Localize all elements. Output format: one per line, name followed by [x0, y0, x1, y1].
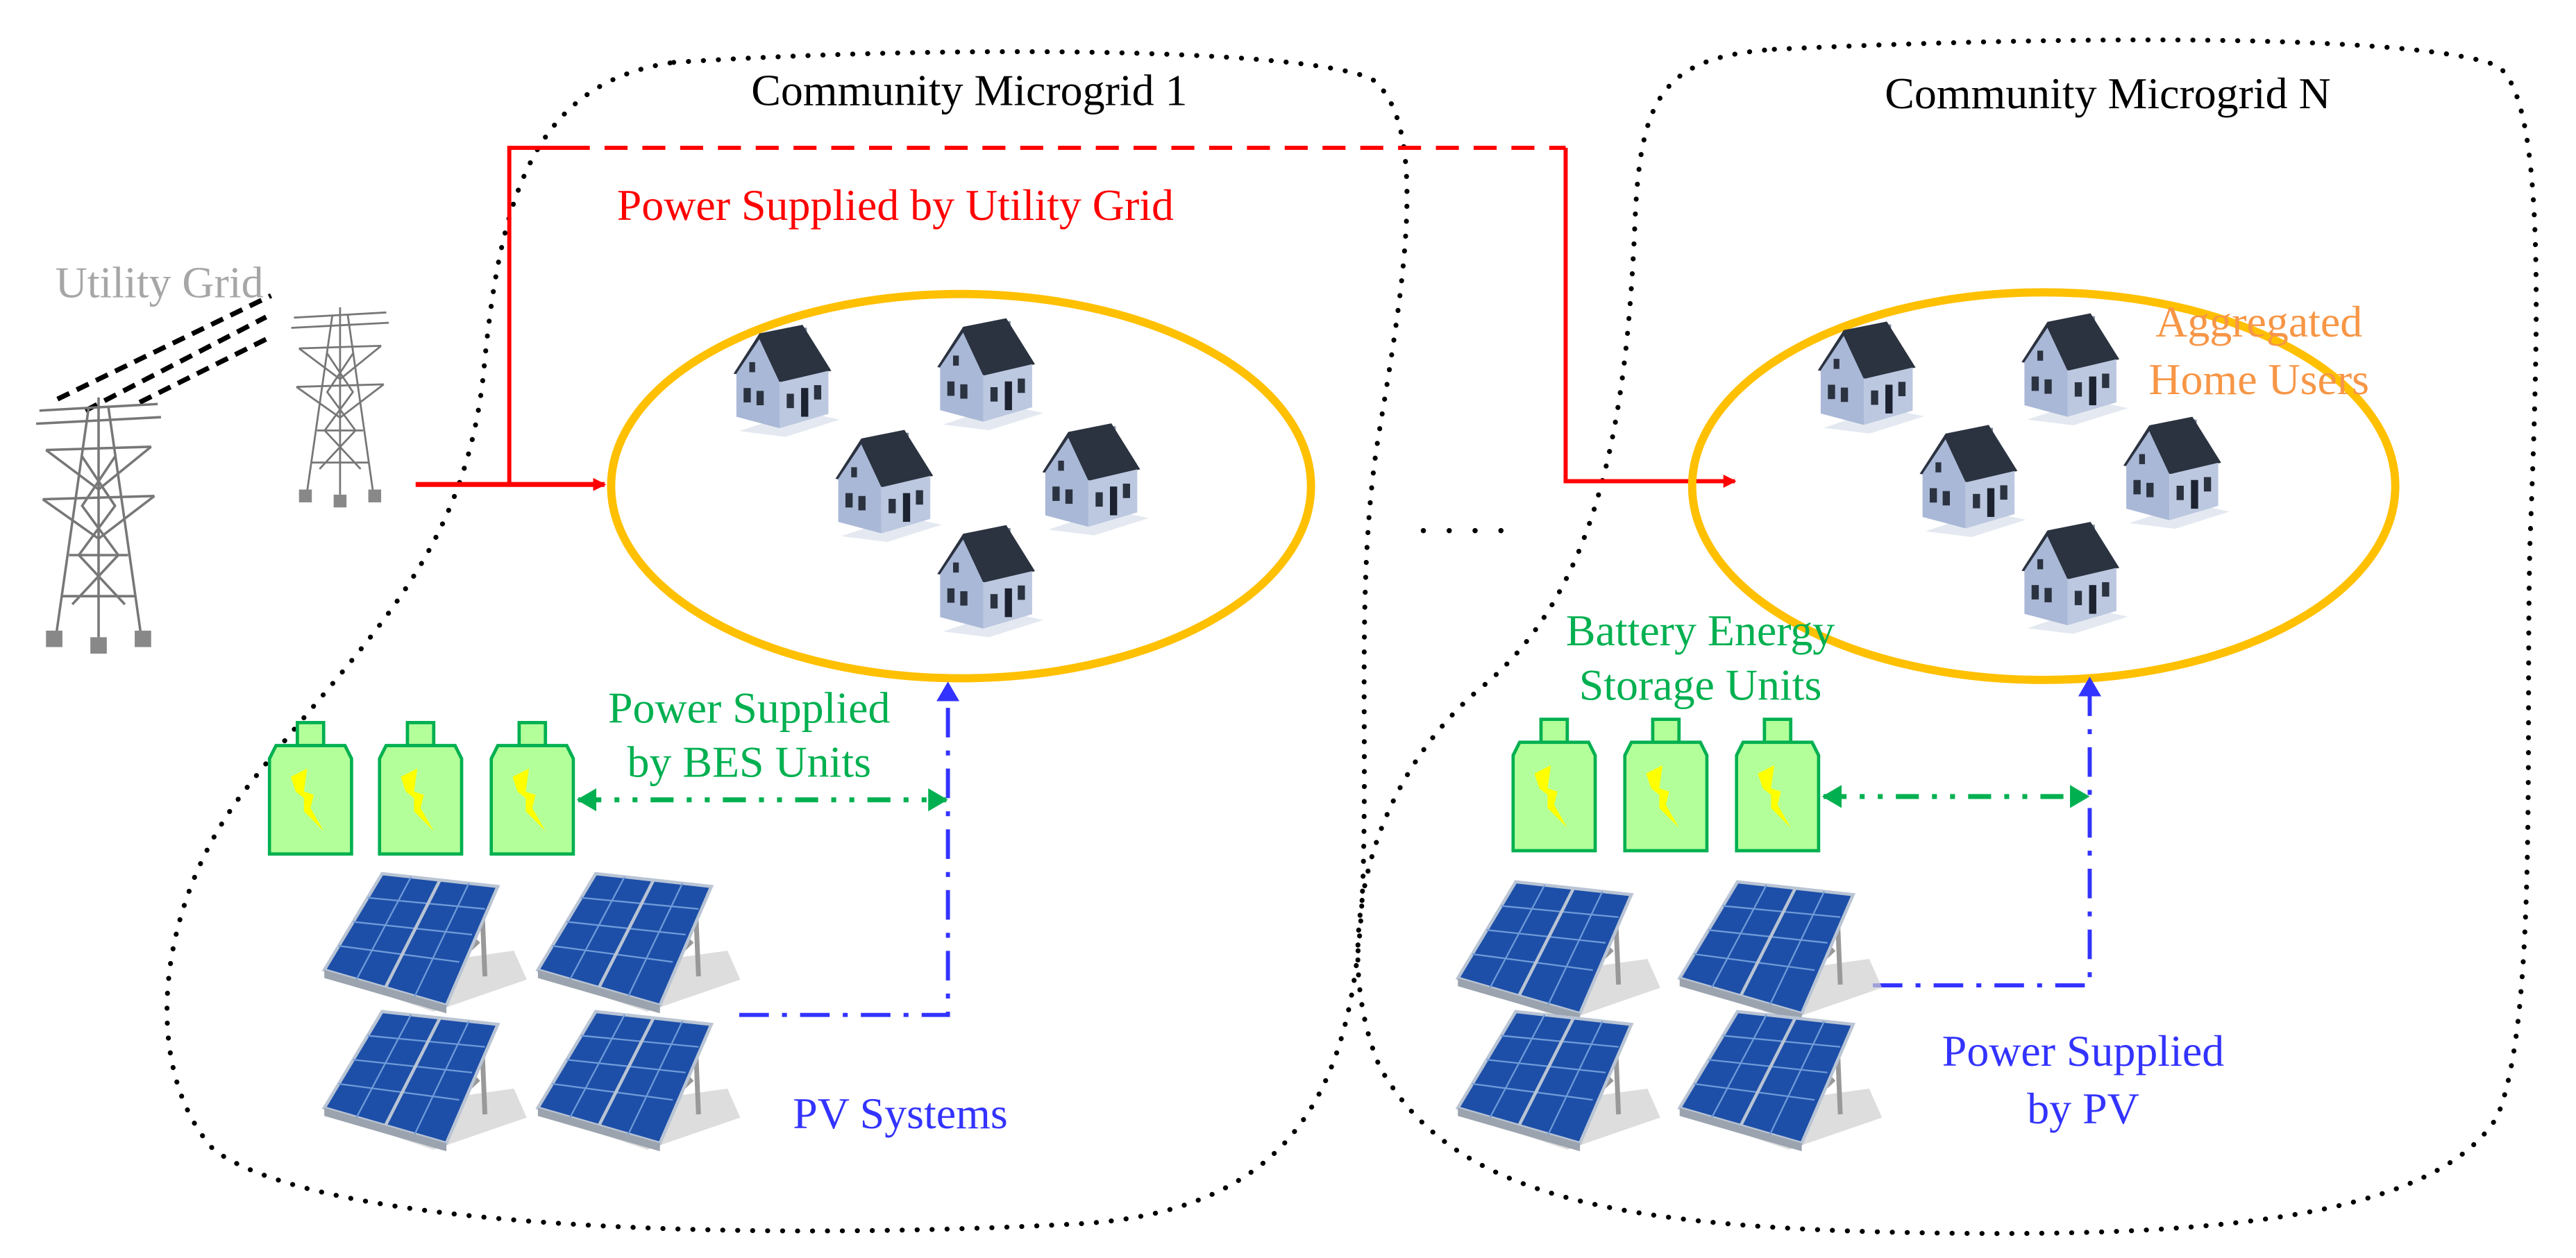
- house-group-1: [733, 318, 1149, 638]
- house-icon: [835, 430, 942, 543]
- solar-panel-icon: [1680, 882, 1883, 1021]
- power-by-bes-label-line1: Power Supplied: [608, 683, 890, 732]
- house-icon: [733, 325, 840, 437]
- solar-panel-icon: [1458, 882, 1660, 1021]
- house-icon: [2021, 313, 2128, 426]
- house-icon: [937, 525, 1044, 638]
- pv-systems-label: PV Systems: [793, 1089, 1008, 1138]
- solar-panel-icon: [324, 1012, 527, 1151]
- battery-icon: [491, 722, 573, 853]
- power-by-utility-label: Power Supplied by Utility Grid: [617, 180, 1174, 230]
- home-users-ring-n: [1687, 288, 2400, 684]
- house-icon: [2123, 416, 2230, 529]
- bes-units-label-line1: Battery Energy: [1566, 606, 1835, 655]
- aggregated-users-label-line2: Home Users: [2148, 355, 2369, 404]
- house-icon: [1042, 423, 1149, 536]
- house-icon: [1919, 425, 2026, 537]
- aggregated-users-label-line1: Aggregated: [2155, 297, 2362, 346]
- solar-panel-icon: [324, 874, 527, 1013]
- pv-power-flow-1: [739, 681, 960, 1017]
- solar-panel-icon: [1458, 1012, 1660, 1151]
- house-icon: [1817, 321, 1925, 434]
- pv-power-flow-n: [1873, 677, 2102, 988]
- transmission-tower-icon: [290, 306, 390, 508]
- home-users-ring-1: [607, 289, 1315, 683]
- power-by-pv-label-line1: Power Supplied: [1942, 1026, 2224, 1076]
- microgrid-n-title: Community Microgrid N: [1885, 69, 2330, 118]
- solar-panel-icon: [1680, 1012, 1883, 1151]
- utility-line-dashes: [56, 293, 273, 413]
- transmission-tower-icon: [36, 398, 161, 654]
- battery-icon: [1625, 720, 1707, 851]
- battery-icon: [380, 722, 462, 853]
- microgrid-1-title: Community Microgrid 1: [751, 66, 1187, 115]
- house-icon: [937, 318, 1044, 431]
- battery-icon: [269, 722, 351, 853]
- solar-panel-icon: [538, 874, 741, 1013]
- solar-panel-icon: [538, 1012, 741, 1151]
- more-microgrids-ellipsis: · · · ·: [1416, 506, 1508, 555]
- battery-icon: [1737, 720, 1819, 851]
- battery-icon: [1513, 720, 1595, 851]
- utility-grid-label: Utility Grid: [56, 257, 264, 307]
- bes-units-label-line2: Storage Units: [1579, 660, 1822, 709]
- power-by-bes-label-line2: by BES Units: [627, 738, 870, 787]
- power-by-pv-label-line2: by PV: [2027, 1084, 2139, 1133]
- utility-power-flow: [415, 146, 1737, 491]
- house-icon: [2021, 522, 2128, 634]
